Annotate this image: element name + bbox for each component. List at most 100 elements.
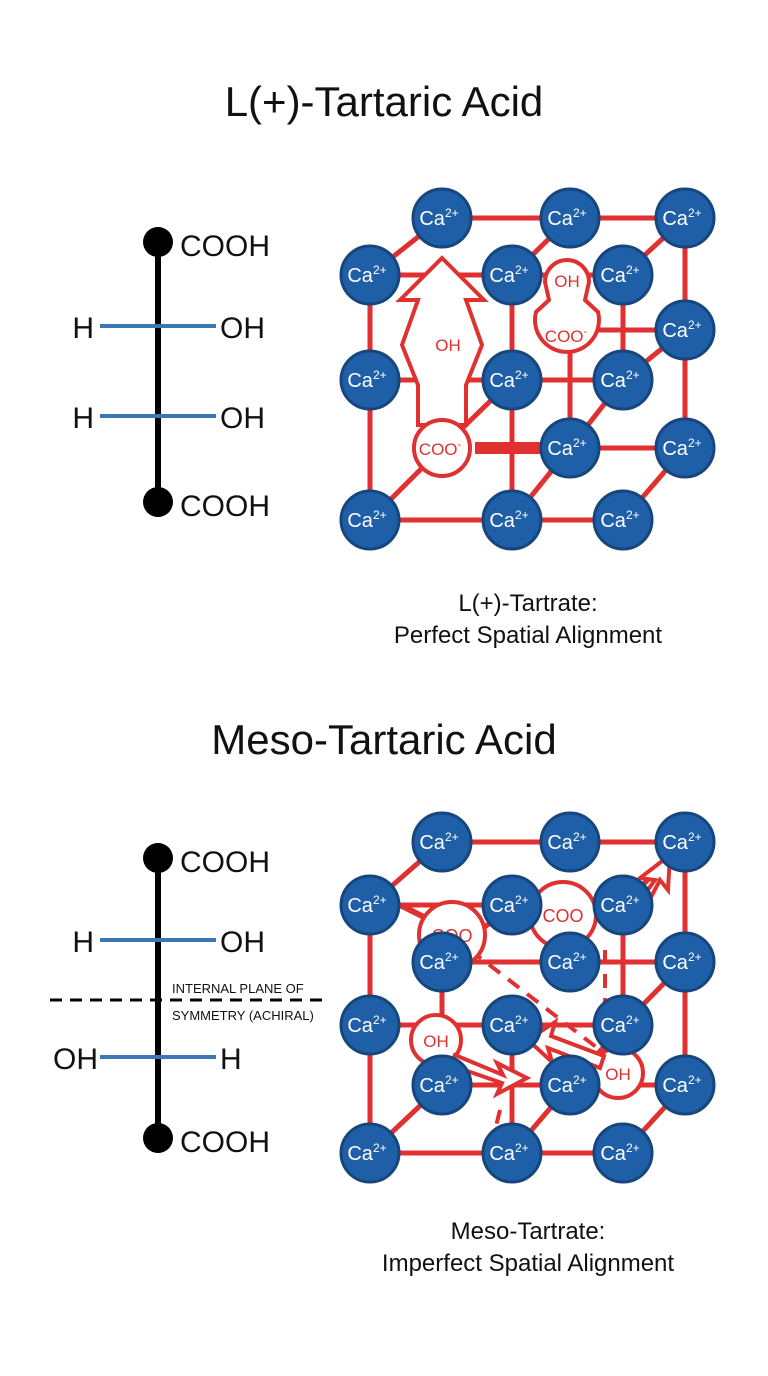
fischer-row2-left: OH	[53, 1043, 98, 1076]
fischer-projection-meso-tartaric: COOH COOH H OH OH H INTERNAL PLANE OF SY…	[50, 843, 322, 1159]
calcium-ion-label: Ca2+	[489, 893, 528, 917]
calcium-ion-label: Ca2+	[489, 1141, 528, 1165]
calcium-ion-label: Ca2+	[662, 436, 701, 460]
hydroxyl-carboxylate-shape	[533, 258, 601, 354]
calcium-ion: Ca2+	[592, 1122, 654, 1184]
fischer-row2-left: H	[72, 402, 94, 435]
calcium-ion-circle	[592, 349, 654, 411]
calcium-ion-label: Ca2+	[489, 508, 528, 532]
calcium-ion-circle	[339, 244, 401, 306]
group-label-oh: OH	[554, 272, 580, 291]
fischer-row1-left: H	[72, 926, 94, 959]
calcium-ion-label: Ca2+	[547, 950, 586, 974]
calcium-ion: Ca2+	[654, 931, 716, 993]
group-label-oh: OH	[605, 1065, 631, 1084]
calcium-ion-circle	[539, 187, 601, 249]
calcium-ion-circle	[411, 811, 473, 873]
calcium-ion: Ca2+	[592, 994, 654, 1056]
calcium-ion-label: Ca2+	[419, 1073, 458, 1097]
symmetry-plane-label-line2: SYMMETRY (ACHIRAL)	[172, 1008, 314, 1023]
calcium-ion-circle	[481, 994, 543, 1056]
calcium-ion: Ca2+	[481, 874, 543, 936]
fischer-top-group: COOH	[180, 846, 270, 879]
calcium-ion-label: Ca2+	[347, 893, 386, 917]
fischer-bottom-carbon	[143, 1123, 173, 1153]
calcium-ion-circle	[592, 1122, 654, 1184]
calcium-ion-circle	[654, 417, 716, 479]
calcium-ion-label: Ca2+	[347, 508, 386, 532]
calcium-ion: Ca2+	[339, 994, 401, 1056]
fischer-row2-right: OH	[220, 402, 265, 435]
calcium-ion-label: Ca2+	[489, 263, 528, 287]
calcium-ion: Ca2+	[654, 187, 716, 249]
fischer-top-carbon	[143, 843, 173, 873]
calcium-ion-label: Ca2+	[662, 206, 701, 230]
calcium-ion-circle	[481, 489, 543, 551]
functional-group-right-l-tartaric: OH COO-	[533, 258, 601, 354]
calcium-ion-label: Ca2+	[600, 1141, 639, 1165]
calcium-ion-label: Ca2+	[662, 318, 701, 342]
group-label-coo: COO-	[545, 326, 588, 346]
calcium-ion-circle	[411, 1054, 473, 1116]
fischer-bottom-carbon	[143, 487, 173, 517]
calcium-ion-circle	[481, 1122, 543, 1184]
functional-group-left-l-tartaric: OH COO-	[395, 255, 489, 478]
caption-l-tartrate: L(+)-Tartrate: Perfect Spatial Alignment	[338, 588, 718, 652]
calcium-ion: Ca2+	[411, 1054, 473, 1116]
calcium-ion-label: Ca2+	[489, 368, 528, 392]
calcium-ion-label: Ca2+	[547, 206, 586, 230]
calcium-ion-circle	[481, 244, 543, 306]
group-label-coo: COO-	[419, 439, 462, 459]
group-label-oh: OH	[423, 1032, 449, 1051]
calcium-ion-label: Ca2+	[347, 368, 386, 392]
fischer-top-group: COOH	[180, 230, 270, 263]
calcium-ion: Ca2+	[539, 1054, 601, 1116]
caption-line2: Perfect Spatial Alignment	[393, 622, 663, 649]
calcium-ion-circle	[481, 349, 543, 411]
calcium-ion-circle	[592, 489, 654, 551]
symmetry-plane-label-line1: INTERNAL PLANE OF	[172, 981, 304, 996]
fischer-row2-right: H	[220, 1043, 242, 1076]
calcium-ion-label: Ca2+	[489, 1013, 528, 1037]
calcium-ion: Ca2+	[339, 489, 401, 551]
calcium-ion-circle	[539, 811, 601, 873]
calcium-ion-label: Ca2+	[419, 950, 458, 974]
calcium-ion-circle	[481, 874, 543, 936]
fischer-projection-l-tartaric: COOH COOH H OH H OH	[72, 227, 270, 523]
calcium-ion-label: Ca2+	[600, 368, 639, 392]
calcium-ions-meso-tartaric: Ca2+ Ca2+ Ca2+ Ca2+ Ca2+ Ca2+ Ca2+ Ca2+ Ca2+ Ca2+…	[339, 811, 716, 1184]
calcium-ion-label: Ca2+	[347, 1141, 386, 1165]
calcium-ion: Ca2+	[592, 874, 654, 936]
caption-meso-tartrate: Meso-Tartrate: Imperfect Spatial Alignme…	[338, 1216, 718, 1280]
fischer-row1-right: OH	[220, 312, 265, 345]
fischer-row1-right: OH	[220, 926, 265, 959]
calcium-ion-circle	[654, 187, 716, 249]
calcium-ions-l-tartaric: Ca2+ Ca2+ Ca2+ Ca2+ Ca2+ Ca2+ Ca2+ Ca2+ Ca2+ Ca2+…	[339, 187, 716, 551]
carboxylate-circle	[412, 418, 472, 478]
calcium-ion-circle	[539, 1054, 601, 1116]
calcium-ion: Ca2+	[592, 349, 654, 411]
group-label-oh: OH	[435, 336, 461, 355]
calcium-ion-circle	[654, 299, 716, 361]
caption-line1: L(+)-Tartrate:	[458, 590, 598, 617]
calcium-ion-label: Ca2+	[419, 206, 458, 230]
calcium-ion-circle	[539, 931, 601, 993]
calcium-ion: Ca2+	[411, 811, 473, 873]
calcium-ion-circle	[654, 811, 716, 873]
calcium-ion-label: Ca2+	[600, 893, 639, 917]
calcium-ion: Ca2+	[654, 1054, 716, 1116]
calcium-ion-circle	[411, 187, 473, 249]
calcium-ion-circle	[411, 931, 473, 993]
calcium-ion-label: Ca2+	[600, 508, 639, 532]
calcium-ion: Ca2+	[481, 1122, 543, 1184]
calcium-ion-label: Ca2+	[600, 1013, 639, 1037]
calcium-ion-circle	[539, 417, 601, 479]
calcium-ion-circle	[654, 1054, 716, 1116]
fischer-row1-left: H	[72, 312, 94, 345]
calcium-ion-circle	[339, 874, 401, 936]
calcium-ion: Ca2+	[411, 187, 473, 249]
calcium-ion-circle	[592, 874, 654, 936]
fischer-bottom-group: COOH	[180, 1126, 270, 1159]
calcium-ion: Ca2+	[539, 931, 601, 993]
